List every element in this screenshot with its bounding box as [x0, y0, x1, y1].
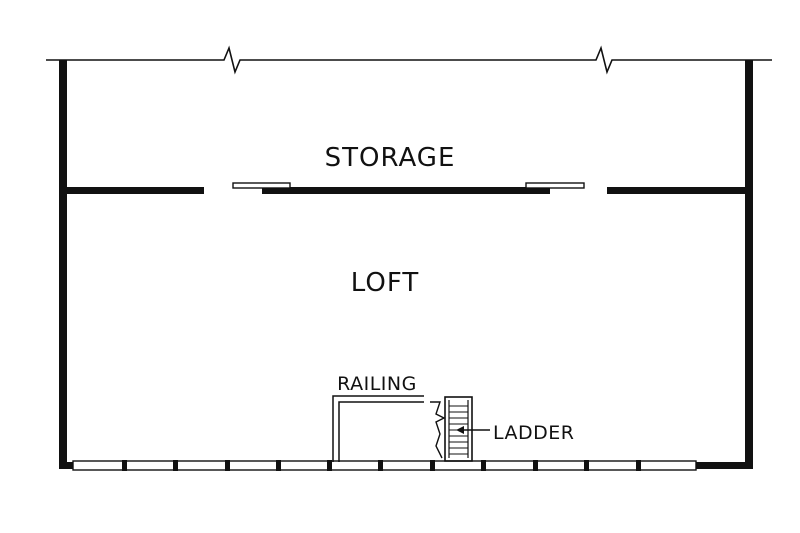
- ladder: [430, 396, 473, 462]
- railing-label: RAILING: [337, 373, 417, 395]
- right-sliding-door: [525, 182, 585, 189]
- railing: [332, 395, 424, 462]
- ladder-leader: [456, 426, 490, 434]
- loft-label: LOFT: [351, 268, 419, 298]
- bottom-window-strip: [72, 460, 697, 471]
- right-exterior-wall: [745, 60, 753, 469]
- bottom-wall-left-stub: [59, 462, 73, 469]
- top-break-line: [46, 45, 772, 75]
- left-sliding-door: [232, 182, 291, 189]
- ladder-label: LADDER: [493, 422, 575, 444]
- left-exterior-wall: [59, 60, 67, 469]
- storage-label: STORAGE: [325, 143, 456, 173]
- bottom-wall-right-stub: [696, 462, 753, 469]
- storage-partition-wall: [67, 187, 745, 194]
